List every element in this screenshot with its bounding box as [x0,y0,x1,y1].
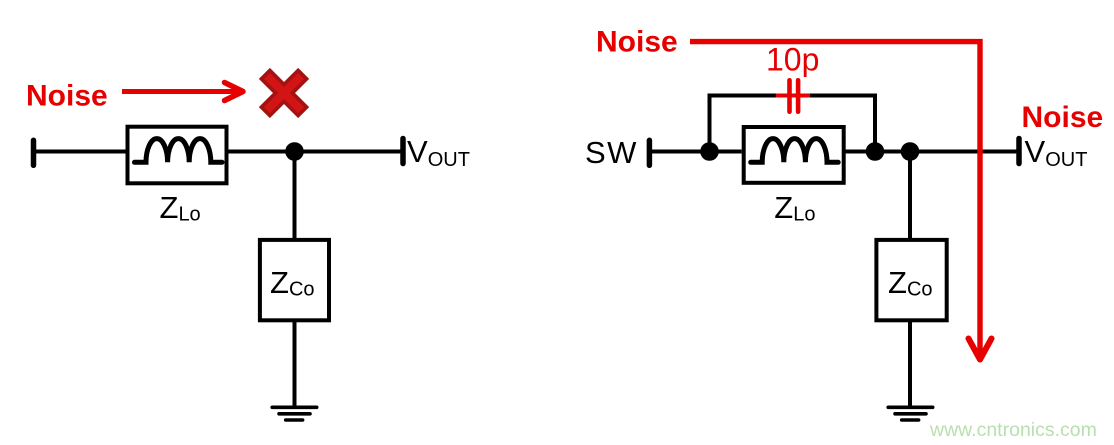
svg-text:Noise: Noise [26,80,108,113]
svg-text:Noise: Noise [1022,101,1104,134]
svg-text:Noise: Noise [596,26,678,59]
svg-text:www.cntronics.com: www.cntronics.com [929,419,1097,441]
svg-text:10p: 10p [766,42,819,78]
svg-text:SW: SW [585,135,638,170]
